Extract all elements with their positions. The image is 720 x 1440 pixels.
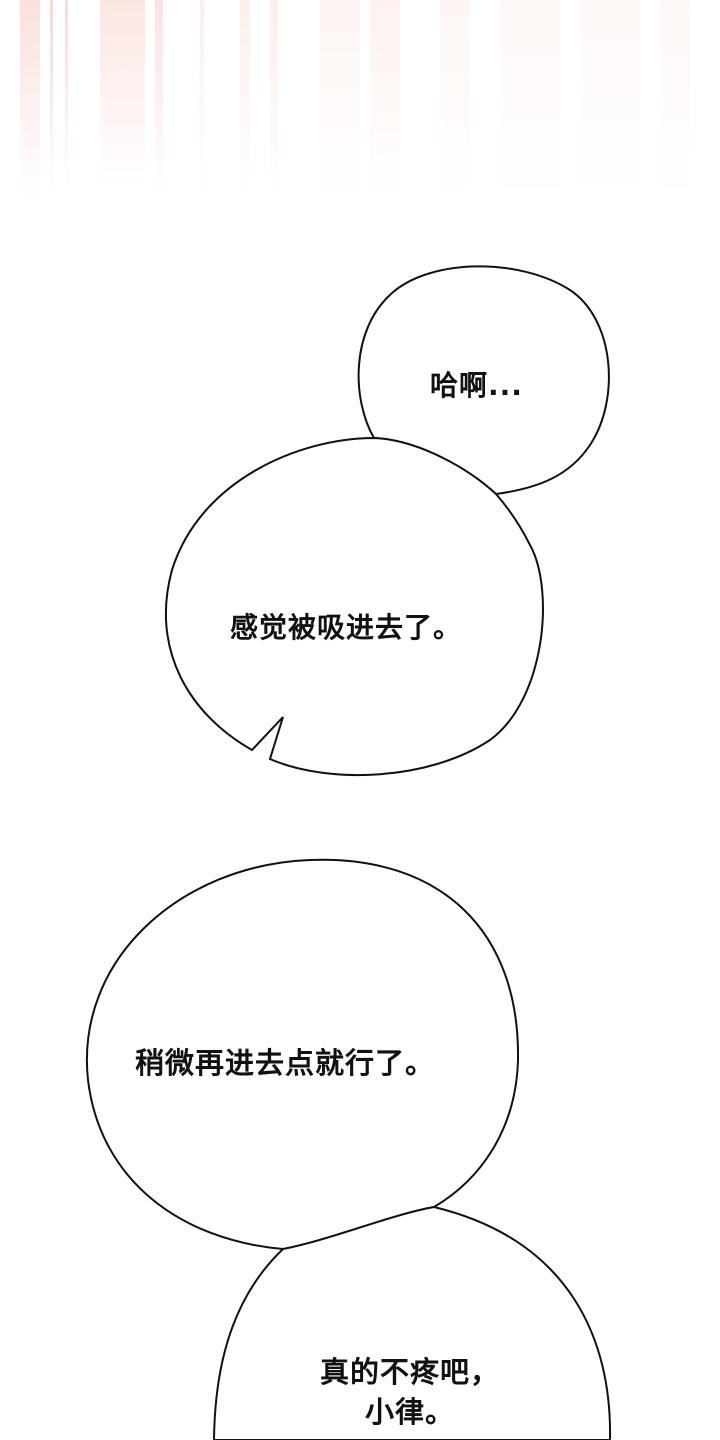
bubble-4-outline — [212, 1205, 612, 1440]
bubble-2-outline — [164, 436, 544, 776]
top-faded-artwork — [20, 0, 700, 220]
bubble-4-line-1: 真的不疼吧， — [319, 1355, 500, 1389]
bubble-1-text: 哈啊... — [430, 369, 523, 402]
bubble-4-line-2: 小律。 — [364, 1395, 455, 1429]
bubble-3-text: 稍微再进去点就行了。 — [135, 1046, 436, 1080]
bubble-4-text: 真的不疼吧， 小律。 — [310, 1352, 510, 1432]
bubble-2-text: 感觉被吸进去了。 — [230, 611, 463, 644]
